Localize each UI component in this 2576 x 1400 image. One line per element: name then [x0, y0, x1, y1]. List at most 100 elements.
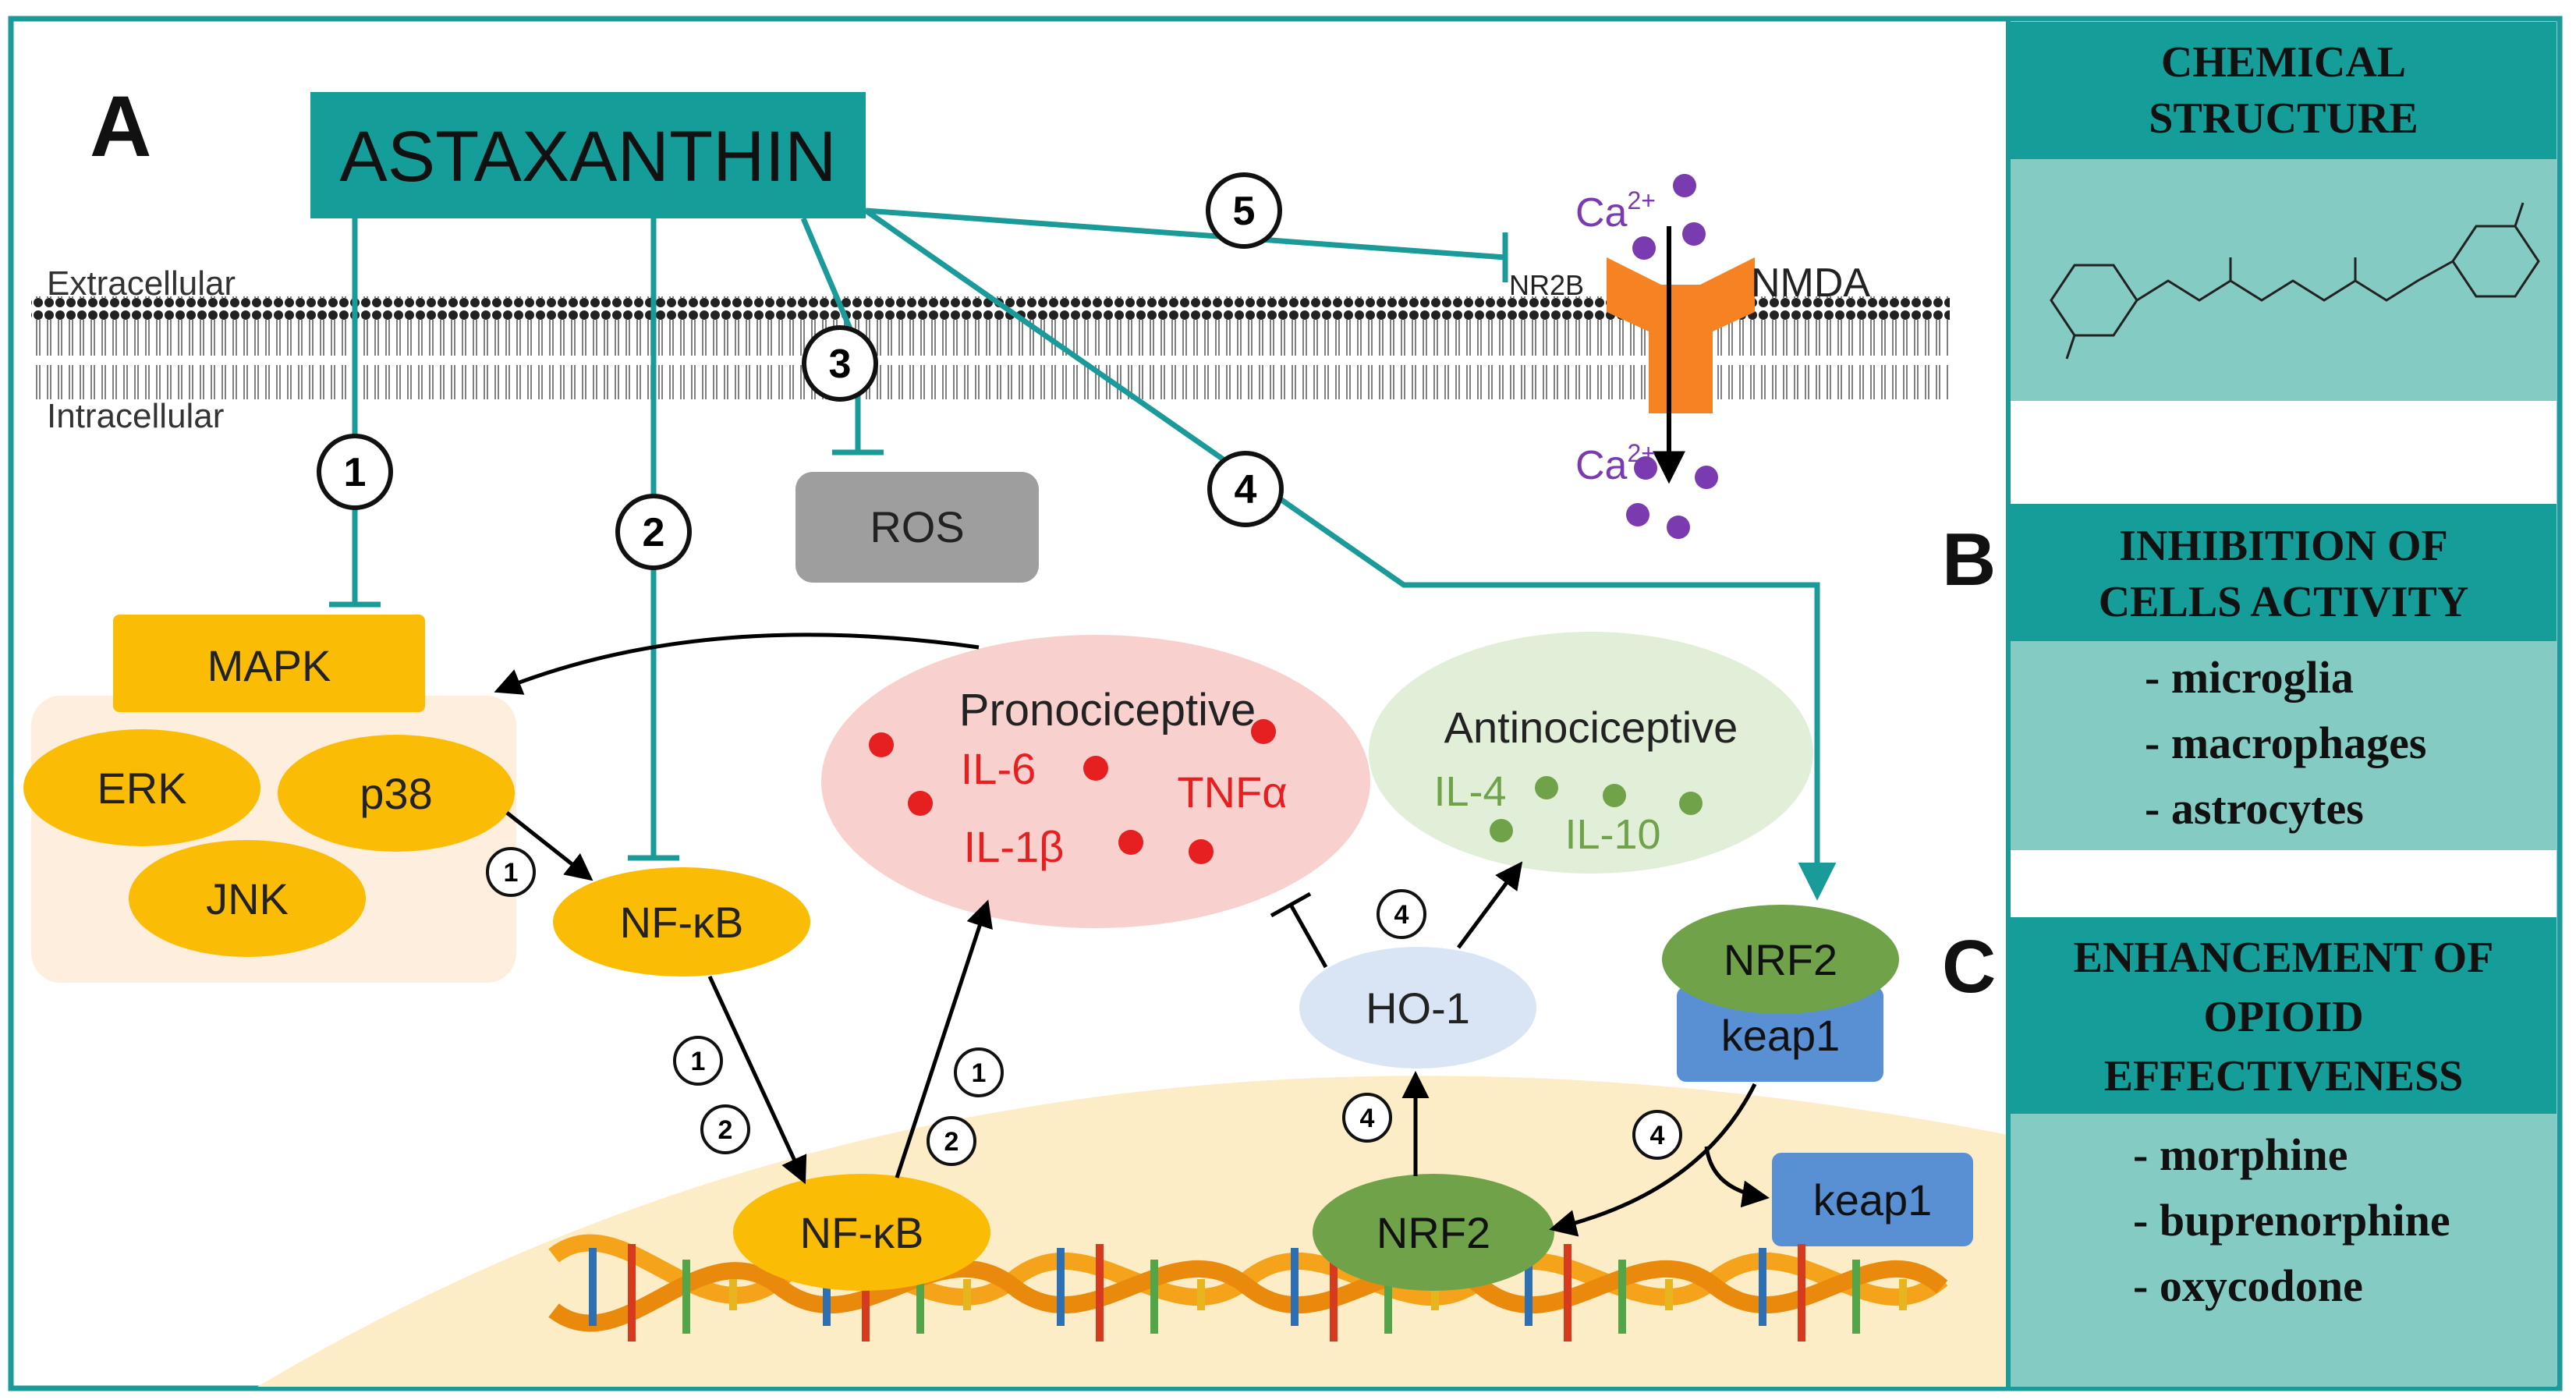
- step-4-keap1: 4: [1632, 1110, 1682, 1160]
- il10-label: IL-10: [1564, 811, 1660, 858]
- pronociceptive-cluster: [821, 635, 1370, 928]
- pathway-number-3: 3: [802, 325, 878, 402]
- ho1-label: HO-1: [1366, 984, 1470, 1033]
- chemical-structure-title-1: CHEMICAL: [2161, 38, 2406, 87]
- astaxanthin-label: ASTAXANTHIN: [339, 117, 836, 197]
- ho1-node: [1299, 947, 1536, 1069]
- jnk-label: JNK: [206, 874, 289, 923]
- nrf2-nucleus-label: NRF2: [1377, 1208, 1490, 1257]
- mapk-box: [113, 615, 425, 712]
- step-2-pro: 2: [927, 1116, 976, 1166]
- ros-label: ROS: [870, 502, 964, 551]
- nmda-label: NMDA: [1751, 261, 1870, 306]
- erk-node: [23, 729, 260, 846]
- step-1-pro: 1: [954, 1047, 1004, 1097]
- nfkb-cytoplasm-label: NF-κB: [620, 898, 744, 947]
- step-4-nrf2-ho1: 4: [1342, 1093, 1392, 1143]
- p38-node: [278, 735, 515, 852]
- antinociceptive-title: Antinociceptive: [1444, 703, 1738, 752]
- enhancement-title-1: ENHANCEMENT OF: [2074, 934, 2494, 982]
- keap1-bound-label: keap1: [1721, 1011, 1841, 1060]
- il1b-label: IL-1β: [964, 822, 1065, 871]
- astaxanthin-molecule: [2050, 202, 2540, 360]
- p38-label: p38: [360, 769, 432, 818]
- interaction-arrows: [494, 633, 1770, 1237]
- svg-text:5: 5: [1233, 189, 1256, 234]
- calcium-top: Ca2+: [1575, 186, 1656, 236]
- enhancement-header: [2011, 917, 2557, 1114]
- svg-text:4: 4: [1360, 1104, 1375, 1133]
- astaxanthin-box: [310, 92, 866, 218]
- chemical-structure-body: [2011, 159, 2557, 401]
- enhancement-item-buprenorphine: - buprenorphine: [2133, 1195, 2450, 1246]
- pathway-number-2: 2: [615, 494, 692, 570]
- svg-text:1: 1: [344, 450, 367, 495]
- il6-label: IL-6: [961, 744, 1036, 793]
- keap1-free-box: [1772, 1153, 1973, 1246]
- intracellular-label: Intracellular: [47, 397, 224, 435]
- antinociceptive-cluster: [1369, 632, 1813, 874]
- svg-text:4: 4: [1394, 900, 1409, 930]
- astaxanthin-pathways: [329, 207, 1837, 901]
- nrf2-nucleus-node: [1313, 1174, 1554, 1291]
- nfkb-nucleus-label: NF-κB: [800, 1208, 924, 1257]
- nrf2-cytoplasm-label: NRF2: [1724, 935, 1837, 984]
- pathway-number-1: 1: [317, 434, 393, 510]
- step-2-nfkb: 2: [700, 1104, 750, 1154]
- svg-text:3: 3: [829, 342, 852, 387]
- dna-helix: [548, 1234, 1948, 1342]
- keap1-free-label: keap1: [1813, 1175, 1933, 1225]
- enhancement-title-2: OPIOID: [2203, 993, 2363, 1041]
- cytokine-dots-pro: [869, 719, 1276, 864]
- svg-text:4: 4: [1650, 1121, 1665, 1150]
- cytokine-dots-anti: [1490, 776, 1703, 842]
- inhibition-title-2: CELLS ACTIVITY: [2099, 578, 2469, 626]
- jnk-node: [129, 840, 366, 957]
- panel-c-label: C: [1942, 925, 1996, 1008]
- step-4-ho1-anti: 4: [1377, 889, 1426, 939]
- inhibition-item-astrocytes: - astrocytes: [2145, 783, 2364, 834]
- nfkb-cytoplasm-node: [553, 867, 810, 976]
- mapk-label: MAPK: [207, 641, 331, 690]
- inhibition-item-macrophages: - macrophages: [2145, 718, 2426, 768]
- panel-a-label: A: [90, 79, 151, 175]
- nucleus: [257, 1076, 2028, 1387]
- calcium-bottom: Ca2+: [1575, 439, 1656, 488]
- keap1-bound-box: [1677, 987, 1883, 1082]
- panel-b-label: B: [1942, 518, 1996, 601]
- erk-label: ERK: [97, 764, 186, 813]
- svg-text:2: 2: [643, 510, 665, 555]
- nr2b-label: NR2B: [1509, 269, 1584, 301]
- il4-label: IL-4: [1433, 768, 1506, 815]
- nmda-receptor: [1607, 257, 1755, 413]
- step-1-mapk: 1: [486, 847, 536, 897]
- inhibition-header: [2011, 504, 2557, 641]
- svg-text:2: 2: [718, 1115, 733, 1145]
- svg-text:1: 1: [504, 858, 519, 888]
- svg-text:4: 4: [1235, 467, 1257, 512]
- nfkb-nucleus-node: [733, 1174, 990, 1291]
- pathway-number-4: 4: [1207, 451, 1284, 527]
- svg-text:1: 1: [972, 1058, 987, 1088]
- enhancement-body: [2011, 1114, 2557, 1387]
- svg-text:2: 2: [944, 1127, 959, 1157]
- pathway-number-5: 5: [1206, 172, 1282, 249]
- enhancement-item-oxycodone: - oxycodone: [2133, 1260, 2363, 1311]
- inhibition-body: [2011, 641, 2557, 850]
- enhancement-item-morphine: - morphine: [2133, 1129, 2348, 1180]
- svg-text:1: 1: [691, 1047, 706, 1076]
- enhancement-title-3: EFFECTIVENESS: [2104, 1052, 2464, 1101]
- inhibition-title-1: INHIBITION OF: [2119, 522, 2448, 570]
- chemical-structure-title-2: STRUCTURE: [2149, 94, 2418, 143]
- inhibition-item-microglia: - microglia: [2145, 652, 2354, 703]
- chemical-structure-header: [2011, 22, 2557, 159]
- pronociceptive-title: Pronociceptive: [959, 685, 1256, 735]
- small-step-labels: 1 1 2 1 2 4 4 4: [486, 847, 1682, 1166]
- nrf2-cytoplasm-node: [1662, 905, 1899, 1014]
- calcium-ions: [1626, 174, 1718, 539]
- tnfa-label: TNFα: [1177, 767, 1287, 817]
- extracellular-label: Extracellular: [47, 264, 236, 303]
- ros-box: [795, 472, 1039, 583]
- step-1-nfkb: 1: [673, 1036, 723, 1086]
